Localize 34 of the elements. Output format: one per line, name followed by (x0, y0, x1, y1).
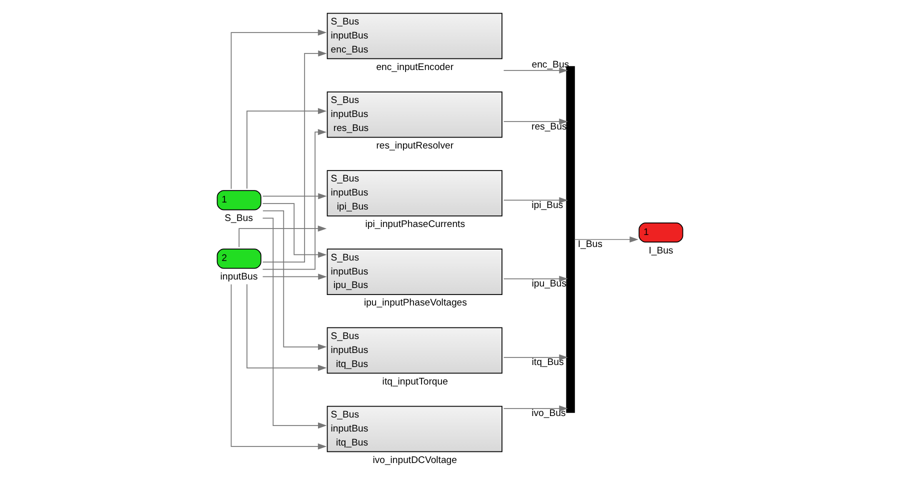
arrow (503, 354, 568, 360)
edge-label: ipu_Bus (532, 278, 566, 290)
edge-label: ivo_Bus (532, 408, 566, 420)
arrow (262, 50, 327, 262)
node-label: ipi_inputPhaseCurrents (365, 219, 466, 230)
arrow (262, 274, 327, 280)
arrow (503, 67, 568, 74)
arrow (246, 108, 327, 190)
arrow (230, 284, 327, 450)
arrow (262, 193, 327, 200)
node-label: ivo_inputDCVoltage (372, 454, 457, 466)
edge-label: ipi_Bus (532, 200, 564, 211)
arrow (262, 210, 327, 350)
arrow (262, 129, 327, 270)
arrow (230, 29, 327, 190)
arrow (503, 118, 568, 125)
arrow (503, 276, 568, 282)
node-label: I_Bus (648, 245, 674, 256)
arrow (503, 405, 568, 412)
arrow (574, 236, 638, 243)
arrow (503, 197, 568, 204)
edge-label: itq_Bus (532, 357, 564, 368)
node-label: inputBus (220, 272, 258, 282)
node-label: enc_inputEncoder (376, 62, 454, 73)
node-label: S_Bus (224, 212, 253, 224)
arrow (262, 218, 327, 429)
node-label: res_inputResolver (376, 140, 454, 152)
edge-label: enc_Bus (532, 60, 570, 71)
arrow (246, 284, 327, 371)
edge-label: I_Bus (578, 239, 602, 250)
node-label: ipu_inputPhaseVoltages (364, 298, 467, 309)
arrow (262, 203, 327, 258)
arrow (238, 226, 327, 248)
node-label: itq_inputTorque (382, 376, 448, 388)
